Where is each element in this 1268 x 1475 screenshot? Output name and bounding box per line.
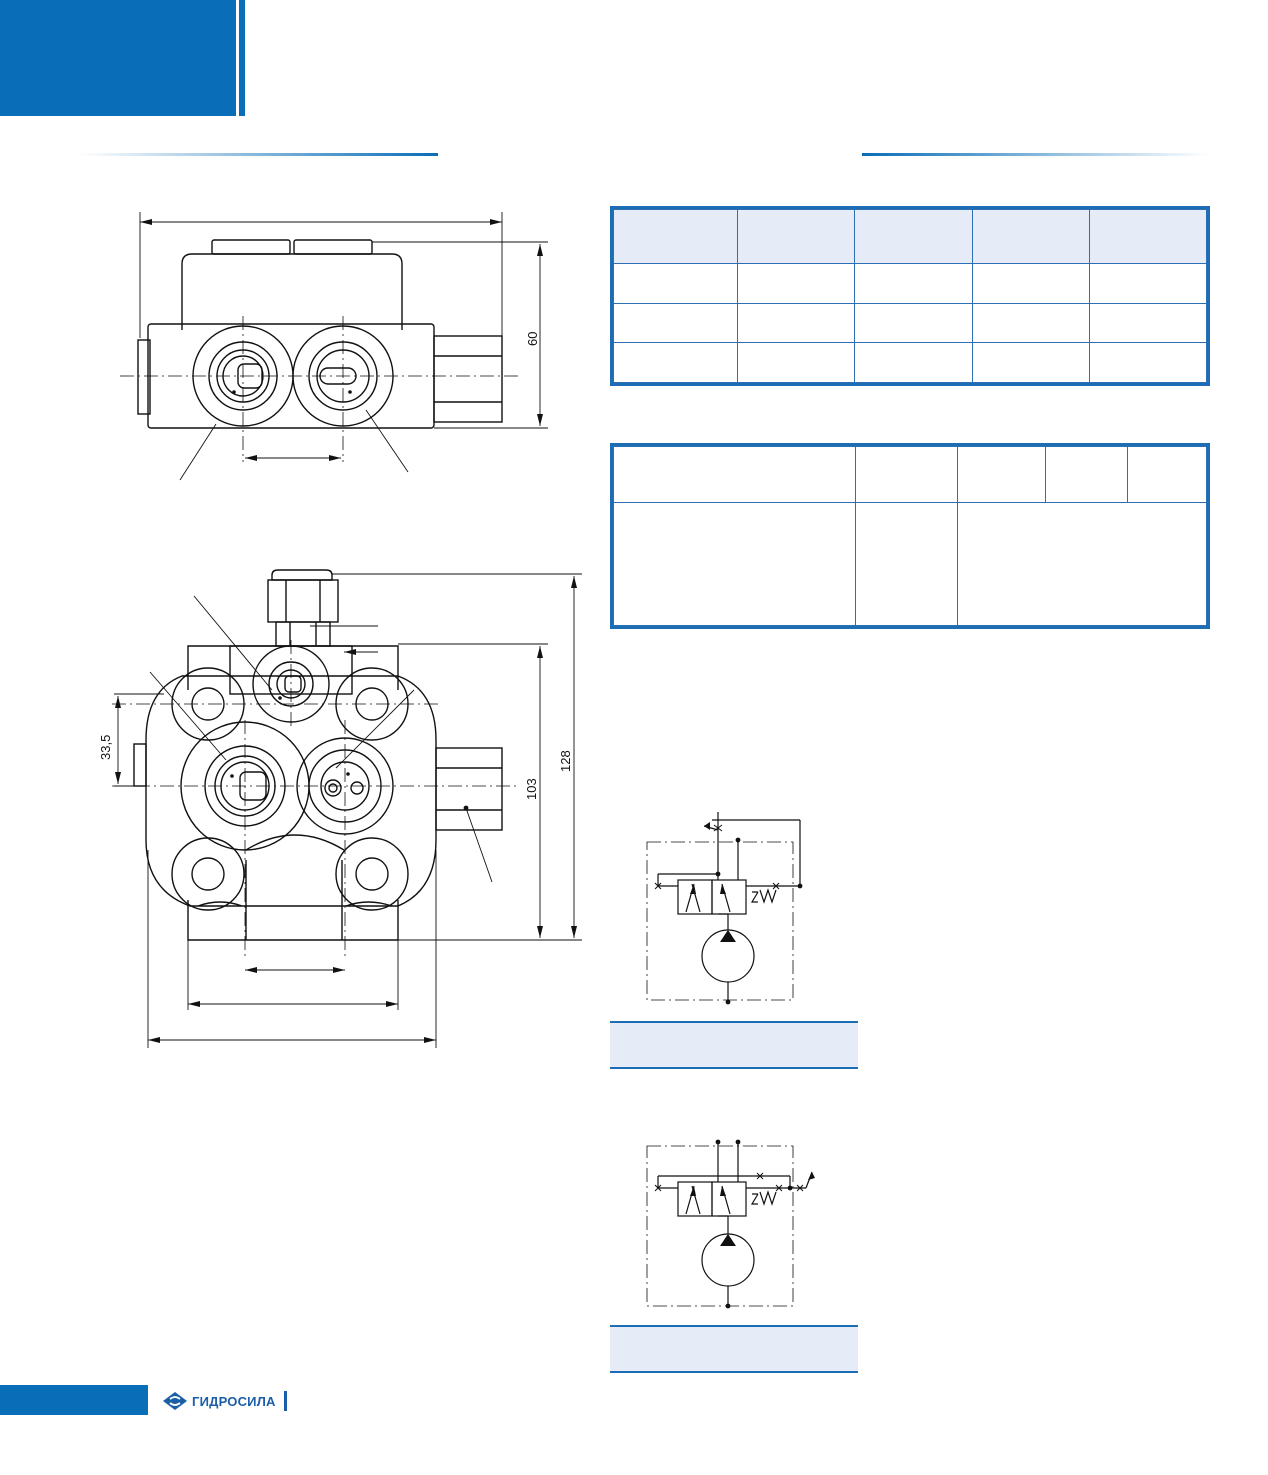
table1-header-cell — [736, 209, 856, 264]
table2-header-cell — [1045, 446, 1128, 503]
table-row — [613, 342, 1208, 383]
brand-logo: ГИДРОСИЛА — [162, 1391, 287, 1411]
table2-header-cell — [1127, 446, 1207, 503]
section-rule-right — [862, 153, 1208, 156]
dim-top-height: 60 — [525, 332, 540, 346]
table2-header-cell — [613, 446, 856, 503]
spec-table-1 — [610, 206, 1210, 386]
footer-bar — [0, 1385, 148, 1415]
hydraulic-schematic-1 — [646, 812, 803, 1005]
table-row — [613, 502, 1207, 626]
table-row — [613, 302, 1208, 344]
schematic-caption-2 — [610, 1325, 858, 1373]
table2-header-cell — [855, 446, 958, 503]
table1-header-cell — [854, 209, 973, 264]
gidrosila-logo-icon — [163, 1392, 187, 1410]
hydraulic-schematic-2 — [646, 1139, 815, 1309]
top-view — [137, 239, 503, 429]
brand-divider — [283, 1391, 287, 1411]
spec-table-2 — [610, 443, 1210, 629]
front-view — [133, 569, 503, 941]
table1-header-cell — [971, 209, 1090, 264]
dim-front-height-inner: 103 — [524, 778, 539, 800]
header-tab-block — [0, 0, 236, 116]
table2-header-cell — [957, 446, 1046, 503]
schematic-caption-1 — [610, 1021, 858, 1069]
table1-header-cell — [1088, 209, 1208, 264]
header-tab-stripe — [239, 0, 245, 116]
table1-header-cell — [613, 209, 738, 264]
technical-drawing: 60 128 103 33,5 — [98, 212, 582, 1048]
section-rule-left — [80, 153, 438, 156]
table-row — [613, 263, 1208, 304]
dim-left-offset: 33,5 — [98, 735, 113, 760]
brand-name: ГИДРОСИЛА — [192, 1393, 276, 1409]
dim-front-height-outer: 128 — [558, 750, 573, 772]
